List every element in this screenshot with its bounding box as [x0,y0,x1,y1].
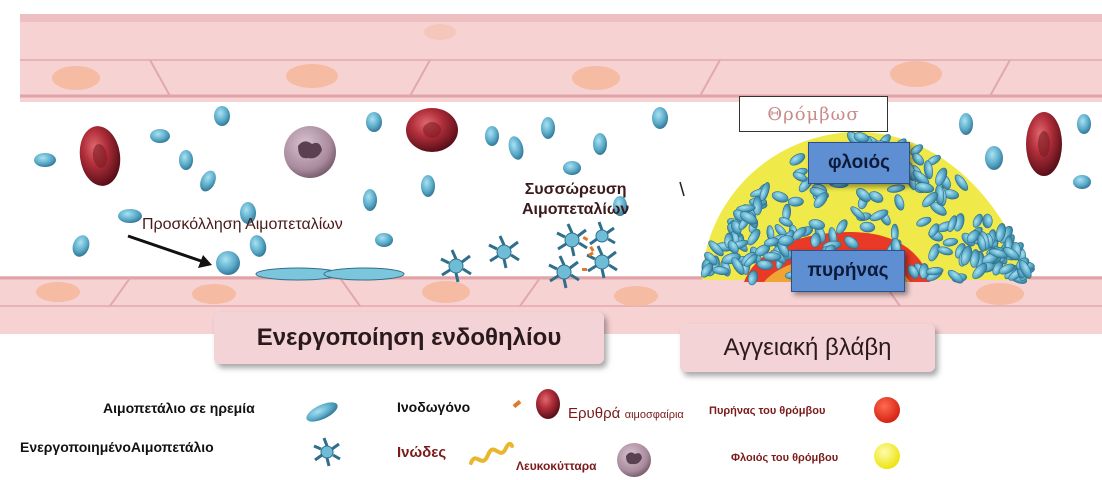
core-label: πυρήνας [791,250,905,292]
top-vessel-wall [20,14,1102,102]
core-dot-icon [874,397,900,423]
adhesion-arrow [128,236,212,268]
leukocyte-icon [617,443,651,477]
platelet-aggregation-label: Συσσώρευση Αιμοπεταλίων [522,180,629,220]
fibrin-icon [471,444,512,463]
thrombus-platelet [983,214,993,228]
platelet-adhesion-label: Προσκόλληση Αιμοπεταλίων [142,216,343,234]
fibrinogen-icon [513,400,522,408]
vascular-damage-label: Αγγειακή βλάβη [724,334,892,362]
endothelial-activation-label: Ενεργοποίηση ενδοθηλίου [257,324,562,352]
resting-platelet-icon [304,398,341,425]
activated-platelet-icon [314,438,340,466]
endothelial-activation-box: Ενεργοποίηση ενδοθηλίου [214,312,604,364]
leukocyte [284,126,336,178]
cortex-label: φλοιός [808,142,910,184]
thrombus-platelet [788,197,804,206]
legend-icons [0,380,1102,480]
thrombus-label: Θρόμβωσ [739,96,888,132]
vascular-damage-box: Αγγειακή βλάβη [680,324,935,372]
aggregation-line-2: Αιμοπεταλίων [522,200,629,220]
rbc-icon [536,389,560,419]
cortex-dot-icon [874,443,900,469]
small-tick [680,182,684,196]
aggregation-line-1: Συσσώρευση [522,180,629,200]
adhered-platelets [216,251,404,280]
